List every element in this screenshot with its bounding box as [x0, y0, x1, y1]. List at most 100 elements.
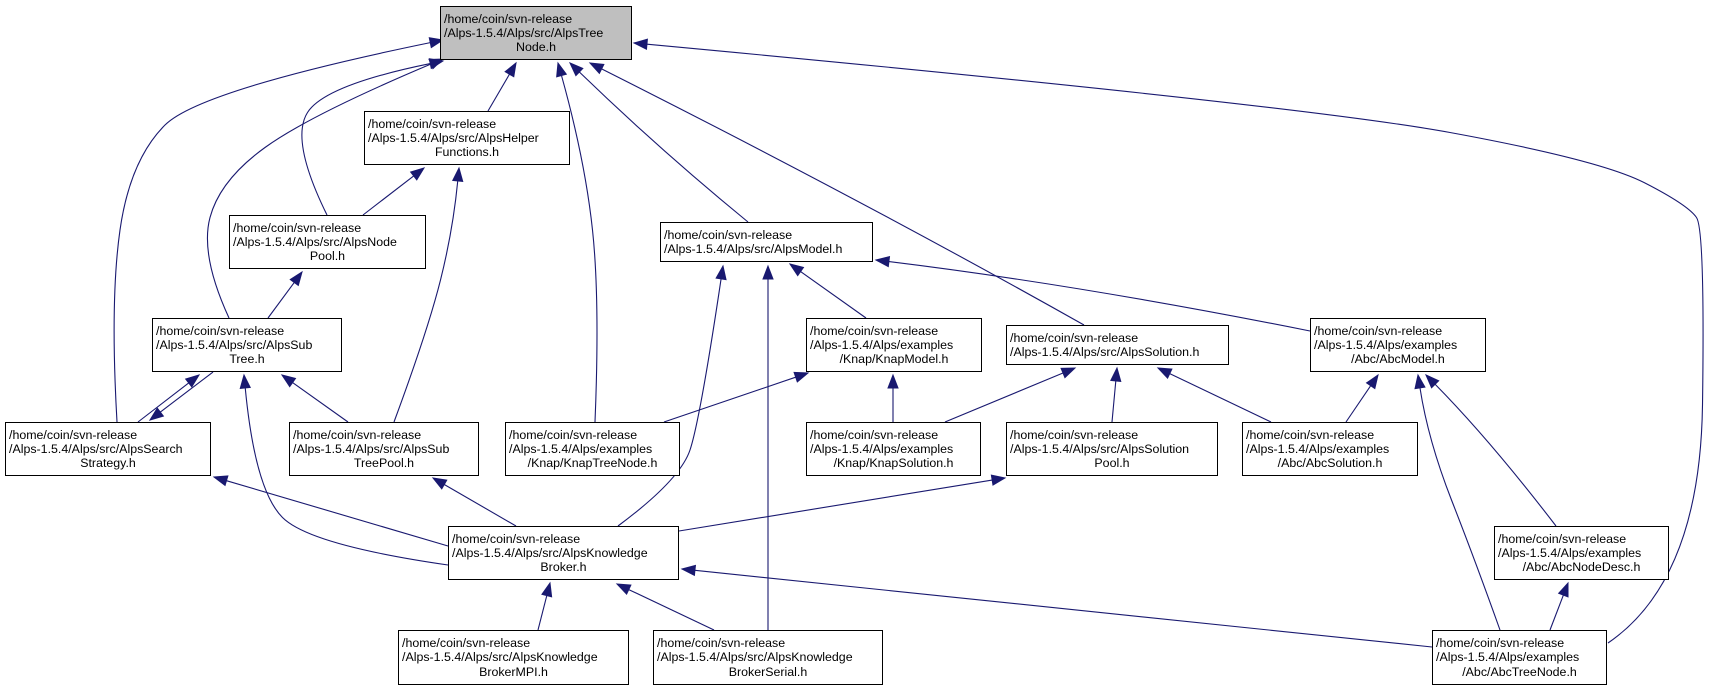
graph-node-abc-tree-node[interactable]: /home/coin/svn-release/Alps-1.5.4/Alps/e… [1432, 630, 1607, 685]
graph-edge-arrowhead [409, 167, 426, 181]
graph-node-model[interactable]: /home/coin/svn-release/Alps-1.5.4/Alps/s… [660, 222, 873, 262]
graph-edge-line [537, 595, 548, 631]
graph-edge [762, 264, 774, 630]
graph-edge-arrowhead [874, 255, 891, 268]
graph-edge-line [628, 589, 715, 631]
graph-edge-arrowhead [428, 37, 445, 49]
graph-edge-arrowhead [280, 374, 297, 388]
graph-edge-line [1169, 373, 1272, 423]
graph-node-label-line: /home/coin/svn-release [657, 636, 786, 651]
graph-edge-line [443, 484, 517, 527]
graph-node-label-line: BrokerMPI.h [479, 664, 548, 679]
graph-edge-line [1345, 385, 1372, 423]
graph-node-label-line: /home/coin/svn-release [293, 427, 422, 442]
graph-node-label-line: /Knap/KnapModel.h [839, 352, 949, 367]
graph-node-label-line: /Alps-1.5.4/Alps/src/AlpsKnowledge [657, 650, 853, 665]
graph-edge [113, 37, 445, 423]
graph-edge-line [362, 175, 415, 216]
graph-edge-arrowhead [541, 581, 553, 598]
graph-edge [537, 581, 553, 631]
graph-node-label-line: /home/coin/svn-release [509, 427, 638, 442]
graph-node-knap-solution[interactable]: /home/coin/svn-release/Alps-1.5.4/Alps/e… [806, 422, 981, 476]
graph-node-label-line: /home/coin/svn-release [233, 220, 362, 235]
graph-node-sub-tree[interactable]: /home/coin/svn-release/Alps-1.5.4/Alps/s… [152, 318, 342, 372]
graph-edge-arrowhead [1425, 374, 1440, 389]
graph-edge-line [663, 376, 796, 423]
graph-edge-line [292, 382, 349, 423]
graph-node-label-line: /Abc/AbcSolution.h [1277, 456, 1383, 471]
graph-node-label-line: /Alps-1.5.4/Alps/src/AlpsKnowledge [452, 545, 648, 560]
graph-node-solution[interactable]: /home/coin/svn-release/Alps-1.5.4/Alps/s… [1006, 325, 1229, 365]
graph-edge-arrowhead [793, 371, 810, 383]
graph-node-label-line: /Alps-1.5.4/Alps/src/AlpsKnowledge [402, 650, 598, 665]
graph-edge [148, 371, 214, 421]
graph-edge-line [1419, 387, 1501, 631]
graph-edge-arrowhead [1110, 366, 1122, 382]
graph-edge-line [393, 180, 459, 423]
graph-edge [588, 62, 1085, 326]
graph-edge-line [888, 261, 1311, 332]
graph-edge-line [601, 68, 1085, 326]
graph-edge-arrowhead [680, 564, 697, 577]
graph-node-abc-node-desc[interactable]: /home/coin/svn-release/Alps-1.5.4/Alps/e… [1494, 526, 1669, 580]
graph-edge [887, 373, 899, 422]
graph-edge-arrowhead [762, 264, 774, 280]
graph-edge [1110, 366, 1122, 423]
graph-edge-line [694, 569, 1433, 648]
graph-node-node-pool[interactable]: /home/coin/svn-release/Alps-1.5.4/Alps/s… [229, 215, 426, 269]
graph-node-label-line: /Alps-1.5.4/Alps/src/AlpsHelper [368, 130, 539, 145]
graph-node-knap-model[interactable]: /home/coin/svn-release/Alps-1.5.4/Alps/e… [806, 318, 982, 372]
graph-edge-line [1549, 594, 1564, 631]
graph-edge-line [800, 271, 867, 319]
graph-node-label-line: Pool.h [309, 249, 346, 264]
graph-node-label-line: /Alps-1.5.4/Alps/examples [509, 441, 653, 456]
graph-edge-line [944, 372, 1064, 423]
graph-node-knap-tree-node[interactable]: /home/coin/svn-release/Alps-1.5.4/Alps/e… [505, 422, 680, 476]
graph-node-label-line: /home/coin/svn-release [1010, 330, 1139, 345]
graph-edge [137, 374, 201, 423]
graph-node-label-line: /home/coin/svn-release [1246, 427, 1375, 442]
graph-edge-arrowhead [1365, 373, 1379, 390]
graph-edge-arrowhead [990, 474, 1007, 486]
graph-node-label-line: /Abc/AbcNodeDesc.h [1522, 560, 1641, 575]
graph-node-label-line: /Abc/AbcTreeNode.h [1462, 664, 1577, 679]
graph-edge-line [206, 63, 432, 319]
graph-edge-line [617, 278, 722, 527]
graph-edge-line [1434, 383, 1557, 527]
graph-edge-line [646, 43, 1704, 644]
graph-node-knowledge-broker[interactable]: /home/coin/svn-release/Alps-1.5.4/Alps/s… [448, 526, 679, 580]
graph-edge [788, 263, 867, 319]
graph-node-label-line: /home/coin/svn-release [1314, 323, 1443, 338]
graph-node-label-line: Pool.h [1094, 456, 1130, 471]
graph-edge [632, 38, 1704, 644]
graph-node-abc-model[interactable]: /home/coin/svn-release/Alps-1.5.4/Alps/e… [1310, 318, 1486, 372]
graph-node-solution-pool[interactable]: /home/coin/svn-release/Alps-1.5.4/Alps/s… [1006, 422, 1218, 476]
graph-node-abc-solution[interactable]: /home/coin/svn-release/Alps-1.5.4/Alps/e… [1242, 422, 1418, 476]
graph-edge-line [244, 387, 449, 566]
graph-node-sub-tree-pool[interactable]: /home/coin/svn-release/Alps-1.5.4/Alps/s… [289, 422, 479, 476]
graph-node-knowledge-broker-serial[interactable]: /home/coin/svn-release/Alps-1.5.4/Alps/s… [653, 630, 883, 685]
graph-edge [944, 367, 1077, 423]
graph-edge-arrowhead [788, 263, 805, 277]
graph-edge-arrowhead [239, 373, 251, 389]
graph-node-label-line: Tree.h [229, 352, 265, 367]
graph-edge-line [678, 479, 993, 532]
graph-edge [212, 475, 449, 547]
graph-node-label-line: BrokerSerial.h [728, 664, 808, 679]
graph-edge-line [137, 382, 190, 423]
graph-edge [362, 167, 426, 216]
graph-edge [487, 61, 517, 112]
graph-edge-line [578, 71, 749, 223]
graph-node-search-strategy[interactable]: /home/coin/svn-release/Alps-1.5.4/Alps/s… [5, 422, 211, 476]
graph-edge-arrowhead [148, 407, 165, 421]
graph-edge-arrowhead [1060, 367, 1077, 379]
graph-edge-line [226, 480, 449, 547]
graph-node-label-line: /home/coin/svn-release [1010, 427, 1139, 442]
graph-node-knowledge-broker-mpi[interactable]: /home/coin/svn-release/Alps-1.5.4/Alps/s… [398, 630, 629, 685]
graph-edge-arrowhead [1414, 373, 1426, 390]
graph-edge-arrowhead [431, 477, 448, 490]
graph-node-label-line: /home/coin/svn-release [810, 427, 939, 442]
graph-node-helper-functions[interactable]: /home/coin/svn-release/Alps-1.5.4/Alps/s… [364, 111, 570, 165]
graph-node-label-line: /Alps-1.5.4/Alps/src/AlpsModel.h [664, 242, 843, 256]
graph-edge-arrowhead [588, 62, 605, 75]
